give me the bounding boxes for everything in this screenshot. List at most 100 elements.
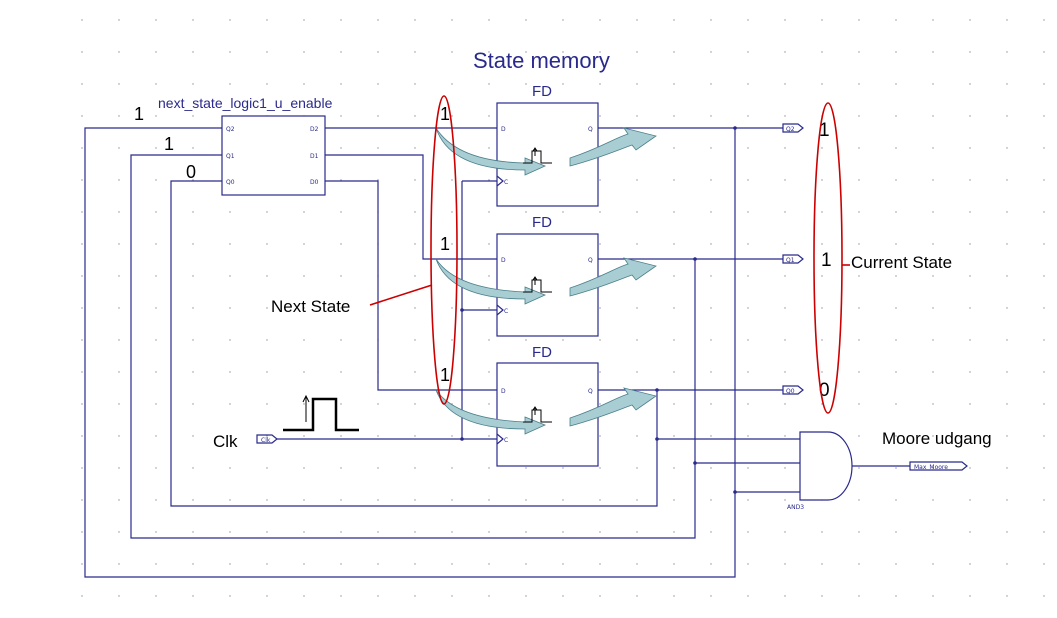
grid-dot xyxy=(895,403,897,405)
output-port-q2-label: Q2 xyxy=(786,126,795,133)
grid-dot xyxy=(673,307,675,309)
grid-dot xyxy=(636,531,638,533)
grid-dot xyxy=(932,211,934,213)
grid-dot xyxy=(710,435,712,437)
grid-dot xyxy=(932,19,934,21)
grid-dot xyxy=(1006,403,1008,405)
grid-dot xyxy=(1043,531,1045,533)
grid-dot xyxy=(1043,467,1045,469)
grid-dot xyxy=(155,243,157,245)
grid-dot xyxy=(192,403,194,405)
grid-dot xyxy=(1043,115,1045,117)
grid-dot xyxy=(303,19,305,21)
grid-dot xyxy=(710,211,712,213)
grid-dot xyxy=(451,179,453,181)
grid-dot xyxy=(932,435,934,437)
clk-port[interactable]: Clk xyxy=(256,434,278,444)
grid-dot xyxy=(932,243,934,245)
grid-dot xyxy=(118,275,120,277)
flipflop-3-d-pin: D xyxy=(501,388,506,395)
grid-dot xyxy=(414,531,416,533)
grid-dot xyxy=(451,51,453,53)
grid-dot xyxy=(192,19,194,21)
grid-dot xyxy=(747,19,749,21)
grid-dot xyxy=(821,19,823,21)
grid-dot xyxy=(710,531,712,533)
grid-dot xyxy=(155,83,157,85)
grid-dot xyxy=(451,83,453,85)
grid-dot xyxy=(414,51,416,53)
grid-dot xyxy=(673,19,675,21)
grid-dot xyxy=(303,371,305,373)
grid-dot xyxy=(895,531,897,533)
grid-dot xyxy=(784,147,786,149)
grid-dot xyxy=(451,211,453,213)
grid-dot xyxy=(525,499,527,501)
and3-gate[interactable]: AND3 xyxy=(787,431,853,511)
grid-dot xyxy=(81,115,83,117)
grid-dot xyxy=(895,499,897,501)
output-port-q1-label: Q1 xyxy=(786,257,795,264)
flipflop-2-d-pin: D xyxy=(501,257,506,264)
grid-dot xyxy=(118,51,120,53)
grid-dot xyxy=(710,179,712,181)
grid-dot xyxy=(340,499,342,501)
grid-dot xyxy=(451,19,453,21)
grid-dot xyxy=(895,83,897,85)
grid-dot xyxy=(710,563,712,565)
next-value-3: 1 xyxy=(440,365,450,385)
grid-dot xyxy=(895,467,897,469)
moore-label: Moore udgang xyxy=(882,429,992,448)
grid-dot xyxy=(747,115,749,117)
flipflop-2[interactable]: FD D Q C xyxy=(496,214,599,337)
flipflop-3-label: FD xyxy=(532,344,552,361)
clk-label: Clk xyxy=(213,432,238,451)
grid-dot xyxy=(118,243,120,245)
grid-dot xyxy=(710,467,712,469)
grid-dot xyxy=(821,563,823,565)
transfer-arrows xyxy=(435,127,657,435)
output-port-q2[interactable]: Q2 xyxy=(782,123,804,133)
grid-dot xyxy=(969,563,971,565)
grid-dot xyxy=(858,531,860,533)
grid-dot xyxy=(414,339,416,341)
grid-dot xyxy=(599,115,601,117)
output-port-q1[interactable]: Q1 xyxy=(782,254,804,264)
grid-dot xyxy=(1043,595,1045,597)
grid-dot xyxy=(858,499,860,501)
grid-dot xyxy=(747,531,749,533)
grid-dot xyxy=(932,147,934,149)
grid-dot xyxy=(932,51,934,53)
grid-dot xyxy=(340,403,342,405)
grid-dot xyxy=(81,499,83,501)
state-memory-title: State memory xyxy=(473,48,610,73)
grid-dot xyxy=(1006,371,1008,373)
grid-dot xyxy=(451,307,453,309)
grid-dot xyxy=(340,563,342,565)
grid-dot xyxy=(81,19,83,21)
grid-dot xyxy=(747,243,749,245)
moore-output-port[interactable]: Max_Moore xyxy=(909,461,968,471)
transfer-arrow-1 xyxy=(435,127,657,176)
grid-dot xyxy=(192,467,194,469)
flipflop-2-c-pin: C xyxy=(504,308,508,315)
grid-dot xyxy=(488,51,490,53)
grid-dot xyxy=(895,19,897,21)
flipflop-3[interactable]: FD D Q C xyxy=(496,344,599,467)
grid-dot xyxy=(636,371,638,373)
grid-dot xyxy=(1043,211,1045,213)
flipflop-1[interactable]: FD D Q C xyxy=(496,83,599,207)
input-value-q0: 0 xyxy=(186,162,196,182)
grid-dot xyxy=(1043,563,1045,565)
grid-dot xyxy=(414,83,416,85)
grid-dot xyxy=(377,435,379,437)
grid-dot xyxy=(340,339,342,341)
next-state-logic-block[interactable]: next_state_logic1_u_enable Q2 Q1 Q0 D2 D… xyxy=(158,95,333,196)
grid-dot xyxy=(155,19,157,21)
grid-dot xyxy=(784,531,786,533)
output-port-q0[interactable]: Q0 xyxy=(782,385,804,395)
grid-dot xyxy=(1006,147,1008,149)
grid-dot xyxy=(340,371,342,373)
grid-dot xyxy=(1043,243,1045,245)
wires xyxy=(84,127,910,578)
